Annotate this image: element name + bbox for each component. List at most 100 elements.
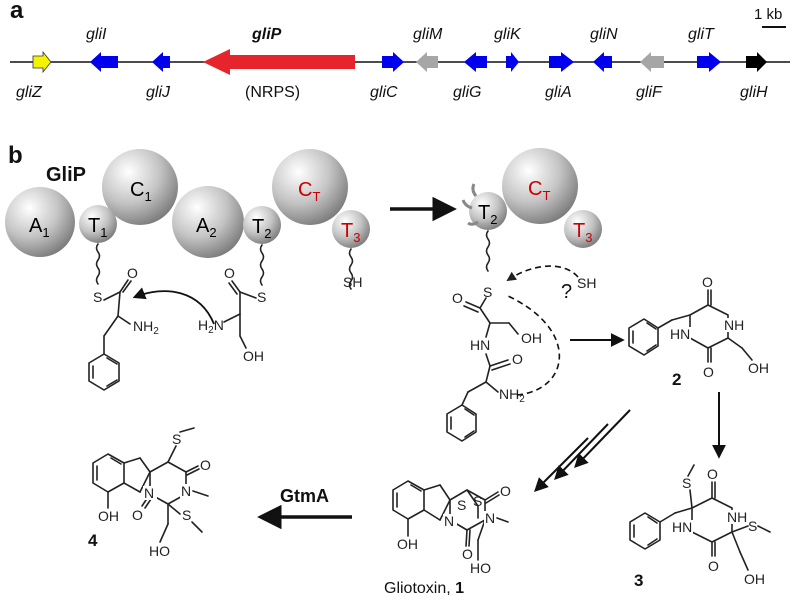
atom-HN: HN bbox=[670, 326, 690, 342]
atom-S: S bbox=[473, 493, 482, 509]
atom-OH: OH bbox=[748, 360, 769, 376]
gene-label-gliM: gliM bbox=[413, 26, 443, 43]
gene-label-gliG: gliG bbox=[453, 84, 481, 101]
gliP-domain-spheres bbox=[5, 149, 370, 258]
gene-arrow-gliZ bbox=[32, 50, 52, 74]
gene-arrow-gliI bbox=[90, 52, 118, 72]
atom-S: S bbox=[748, 518, 757, 534]
atom-O: O bbox=[702, 274, 713, 290]
serine-thioester: S O H2N OH bbox=[198, 265, 266, 364]
domain-sphere-C1 bbox=[102, 149, 178, 225]
domain-label-A2: A2 bbox=[196, 215, 217, 240]
compound-2-structure: O O OH NH HN bbox=[628, 274, 769, 380]
gliotoxin-label: Gliotoxin, 1 bbox=[384, 580, 464, 597]
gene-label-gliC: gliC bbox=[370, 84, 398, 101]
atom-NH: NH bbox=[724, 317, 744, 333]
compound-number-3: 3 bbox=[634, 571, 643, 590]
compound-4-structure: S O O OH S HO N N bbox=[92, 427, 211, 559]
atom-O: O bbox=[224, 265, 235, 281]
atom-OH: OH bbox=[98, 508, 119, 524]
domain-label-T2: T2 bbox=[252, 216, 271, 241]
gene-arrow-gliG bbox=[464, 52, 487, 72]
thiol-attack-arrow bbox=[506, 265, 579, 282]
gene-arrow-gliP bbox=[203, 49, 355, 75]
domain-label-T3: T3 bbox=[341, 220, 360, 245]
atom-N: N bbox=[181, 483, 191, 499]
gliotoxin-structure: O O OH HO S S N N bbox=[392, 480, 511, 576]
gene-labels: gliZ gliI gliJ gliP (NRPS) gliC gliM gli… bbox=[16, 26, 768, 101]
compound-3-structure: S O O S OH NH HN bbox=[629, 464, 771, 587]
atom-O: O bbox=[708, 558, 719, 574]
attack-arrow bbox=[132, 287, 215, 325]
scale-bar: 1 kb bbox=[754, 6, 786, 28]
enzyme-name: GliP bbox=[46, 164, 86, 186]
panel-label-a: a bbox=[10, 0, 24, 24]
atom-S: S bbox=[682, 475, 691, 491]
gene-label-gliT: gliT bbox=[688, 26, 715, 43]
atom-H2N: H2N bbox=[198, 317, 224, 336]
domain-sphere-T2-2 bbox=[469, 192, 507, 230]
nrps-label: (NRPS) bbox=[245, 84, 300, 101]
atom-OH: OH bbox=[397, 536, 418, 552]
atom-S: S bbox=[93, 289, 102, 305]
tethered-dipeptide-spheres bbox=[461, 148, 602, 248]
dipeptide-thioester: S O OH HN O NH2 bbox=[446, 230, 542, 442]
gene-arrow-gliH bbox=[746, 52, 767, 72]
gliP-domain-labels: A1 T1 C1 A2 T2 CT T3 bbox=[29, 179, 360, 245]
atom-HO: HO bbox=[149, 543, 170, 559]
domain-sphere-T1 bbox=[79, 205, 117, 243]
domain-sphere-CT-2 bbox=[502, 148, 578, 224]
domain-label-A1: A1 bbox=[29, 215, 50, 240]
atom-NH: NH bbox=[727, 509, 747, 525]
gene-label-gliA: gliA bbox=[545, 84, 572, 101]
domain-label-T3-2: T3 bbox=[573, 220, 592, 245]
question-mark: ? bbox=[561, 281, 572, 303]
gene-label-gliK: gliK bbox=[494, 26, 522, 43]
domain-label-C1: C1 bbox=[130, 179, 152, 204]
domain-sphere-T3-2 bbox=[564, 210, 602, 248]
atom-O: O bbox=[127, 265, 138, 281]
gene-label-gliJ: gliJ bbox=[146, 84, 171, 101]
gene-arrows bbox=[32, 49, 767, 75]
domain-sphere-T3 bbox=[332, 210, 370, 248]
cyclization-arrow bbox=[507, 295, 561, 396]
atom-HN: HN bbox=[672, 519, 692, 535]
panel-label-b: b bbox=[8, 142, 23, 169]
atom-O: O bbox=[512, 351, 523, 367]
gene-arrow-gliF bbox=[640, 52, 664, 72]
gene-arrow-gliT bbox=[697, 52, 721, 72]
gene-label-gliI: gliI bbox=[86, 26, 107, 43]
atom-N: N bbox=[485, 510, 495, 526]
atom-SH-T3: SH bbox=[343, 274, 362, 290]
atom-O: O bbox=[707, 466, 718, 482]
gene-label-gliZ: gliZ bbox=[16, 84, 43, 101]
phenylalanine-thioester: S O NH2 bbox=[88, 265, 159, 391]
atom-OH: OH bbox=[521, 330, 542, 346]
atom-S: S bbox=[257, 289, 266, 305]
gene-arrow-gliC bbox=[382, 52, 404, 72]
atom-O: O bbox=[200, 457, 211, 473]
atom-S: S bbox=[182, 507, 191, 523]
scale-bar-label: 1 kb bbox=[754, 6, 782, 23]
atom-O: O bbox=[452, 290, 463, 306]
gtma-label: GtmA bbox=[280, 486, 329, 506]
domain-label-CT-2: CT bbox=[528, 178, 550, 203]
atom-N: N bbox=[444, 513, 454, 529]
atom-OH: OH bbox=[243, 348, 264, 364]
tethered-dipeptide-labels: T2 CT T3 bbox=[478, 178, 592, 245]
atom-O: O bbox=[500, 483, 511, 499]
phosphopantetheine-arms bbox=[95, 243, 354, 290]
domain-label-T1: T1 bbox=[88, 215, 107, 240]
domain-sphere-T2 bbox=[243, 206, 281, 244]
atom-HO: HO bbox=[470, 560, 491, 576]
atom-S: S bbox=[483, 284, 492, 300]
gene-label-gliP: gliP bbox=[251, 26, 282, 43]
compound-number-2: 2 bbox=[672, 370, 681, 389]
domain-label-T2-2: T2 bbox=[478, 202, 497, 227]
domain-sphere-A2 bbox=[172, 186, 244, 258]
atom-SH-T3-2: SH bbox=[577, 275, 596, 291]
gene-arrow-gliA bbox=[549, 52, 574, 72]
atom-S: S bbox=[457, 497, 466, 513]
atom-NH2: NH2 bbox=[133, 318, 159, 337]
